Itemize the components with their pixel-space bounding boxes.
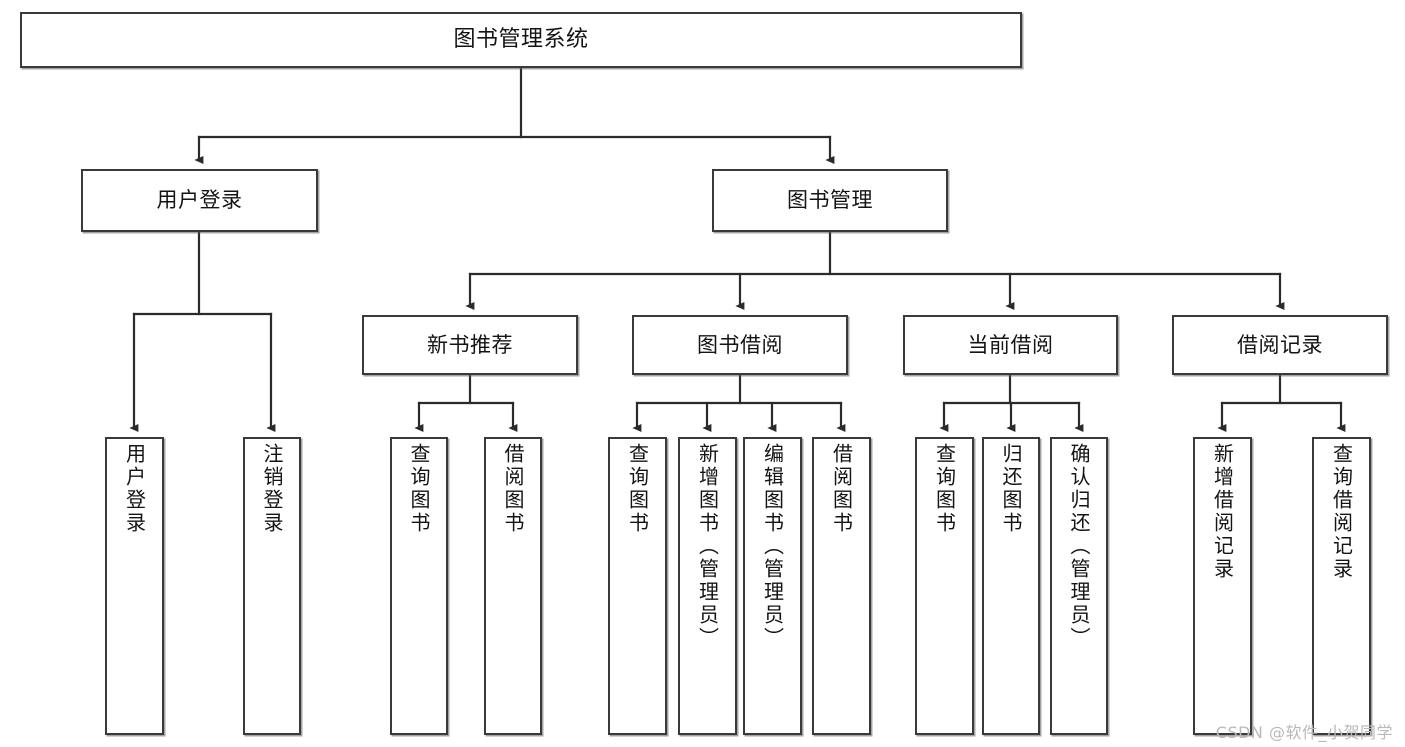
- leaf-bb-query-book[interactable]: 查询图书: [608, 437, 667, 735]
- leaf-bb-add-book-admin[interactable]: 新增图书（管理员）: [678, 437, 737, 735]
- node-root-book-management-system[interactable]: 图书管理系统: [20, 12, 1022, 68]
- node-borrowing-record[interactable]: 借阅记录: [1172, 315, 1388, 375]
- leaf-cb-confirm-return-admin[interactable]: 确认归还（管理员）: [1050, 437, 1108, 735]
- node-label: 图书管理系统: [453, 27, 589, 53]
- node-label: 查询图书: [932, 443, 957, 535]
- node-label: 用户登录: [156, 188, 243, 213]
- node-current-borrowing[interactable]: 当前借阅: [903, 315, 1118, 375]
- node-book-management[interactable]: 图书管理: [712, 169, 948, 232]
- node-label: 注销登录: [260, 443, 284, 535]
- node-label: 查询图书: [407, 443, 431, 535]
- node-user-login[interactable]: 用户登录: [81, 169, 318, 232]
- node-label: 新增图书（管理员）: [695, 443, 720, 650]
- leaf-cb-return-book[interactable]: 归还图书: [982, 437, 1040, 735]
- leaf-br-add-record[interactable]: 新增借阅记录: [1193, 437, 1252, 735]
- node-label: 借阅记录: [1237, 332, 1323, 357]
- node-new-book-recommendation[interactable]: 新书推荐: [362, 315, 578, 375]
- node-label: 图书管理: [787, 188, 873, 213]
- node-label: 查询借阅记录: [1329, 443, 1354, 581]
- node-label: 查询图书: [625, 443, 650, 535]
- leaf-bb-edit-book-admin[interactable]: 编辑图书（管理员）: [743, 437, 802, 735]
- node-label: 归还图书: [999, 443, 1023, 535]
- node-label: 图书借阅: [697, 332, 783, 357]
- leaf-nb-query-book[interactable]: 查询图书: [390, 437, 448, 735]
- node-label: 新书推荐: [427, 332, 513, 357]
- node-label: 编辑图书（管理员）: [760, 443, 785, 650]
- leaf-cb-query-book[interactable]: 查询图书: [915, 437, 974, 735]
- node-book-borrowing[interactable]: 图书借阅: [632, 315, 848, 375]
- csdn-watermark: CSDN @软件_小贺同学: [1215, 723, 1393, 742]
- leaf-user-login[interactable]: 用户登录: [105, 437, 164, 735]
- node-label: 用户登录: [122, 443, 147, 535]
- leaf-nb-borrow-book[interactable]: 借阅图书: [484, 437, 542, 735]
- node-label: 借阅图书: [829, 443, 854, 535]
- node-label: 确认归还（管理员）: [1067, 443, 1091, 650]
- node-label: 借阅图书: [501, 443, 525, 535]
- leaf-logout[interactable]: 注销登录: [243, 437, 301, 735]
- node-label: 当前借阅: [967, 332, 1054, 357]
- leaf-bb-borrow-book[interactable]: 借阅图书: [812, 437, 871, 735]
- leaf-br-query-record[interactable]: 查询借阅记录: [1312, 437, 1371, 735]
- node-label: 新增借阅记录: [1210, 443, 1235, 581]
